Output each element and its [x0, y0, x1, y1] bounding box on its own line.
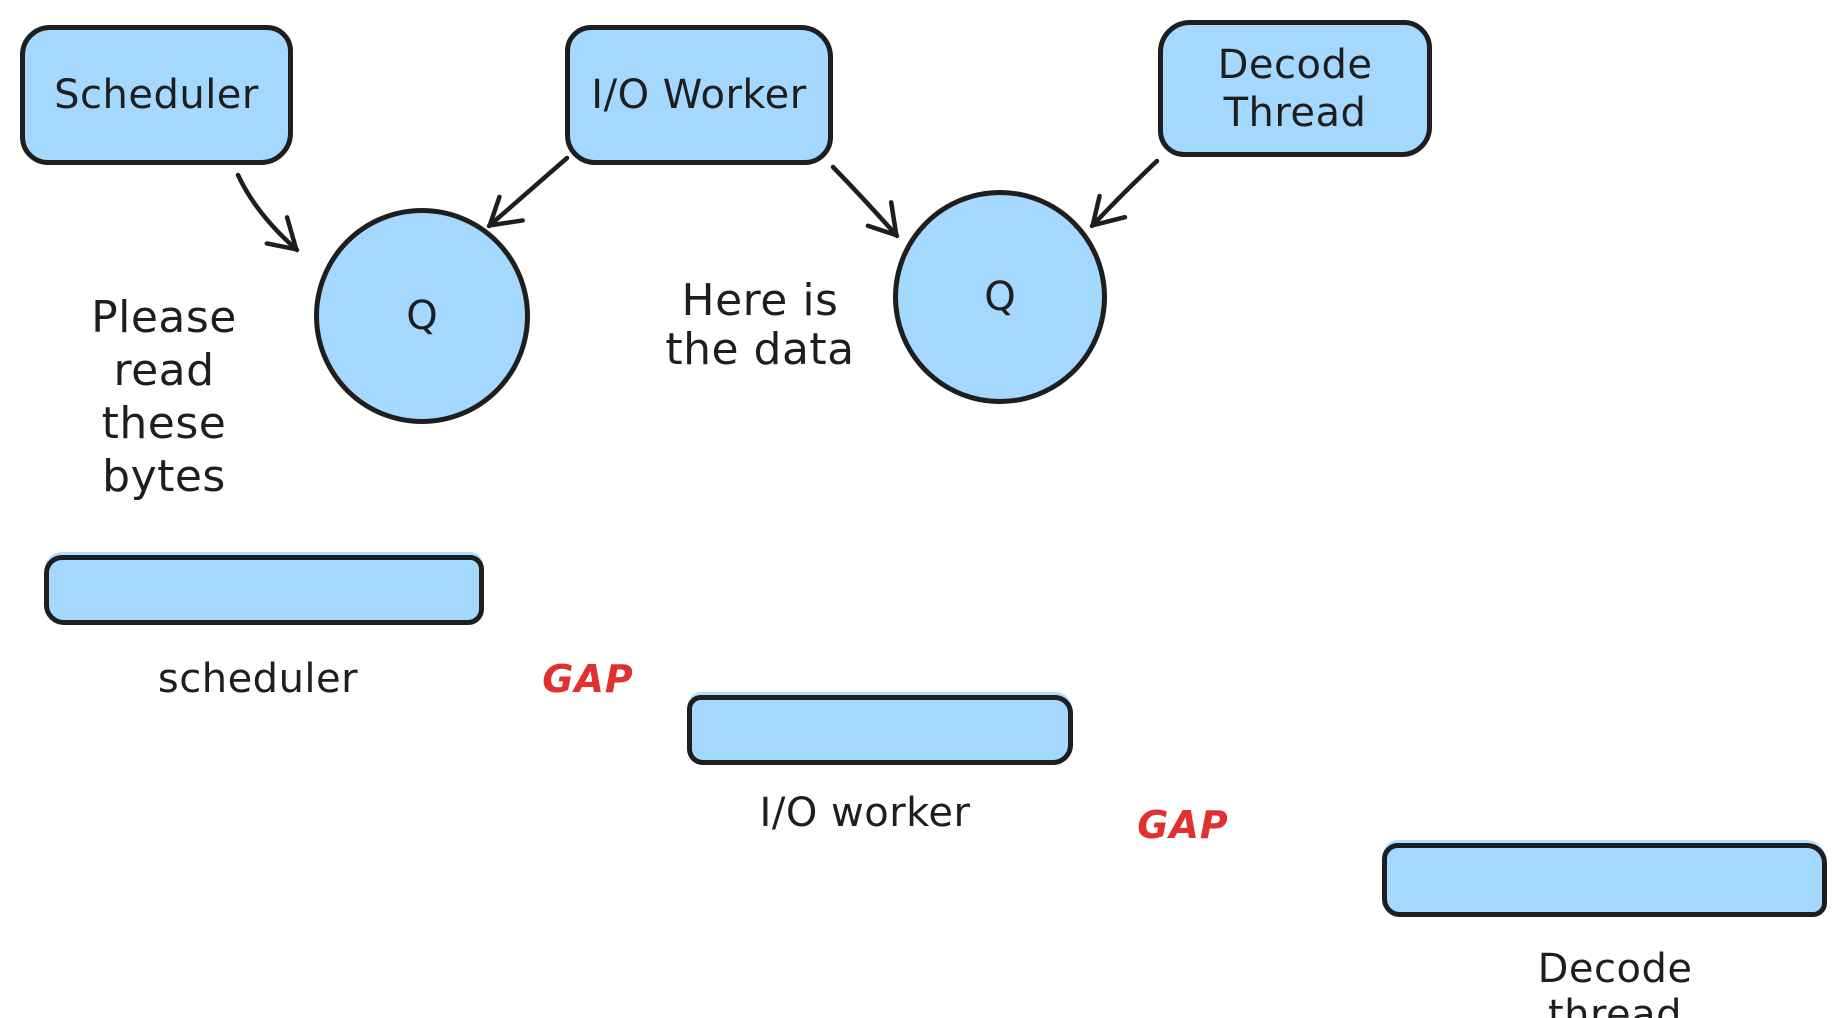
- arrow-io-worker-to-left-queue-icon: [486, 155, 570, 229]
- message-please-read: Please read these bytes: [91, 292, 237, 502]
- arrow-io-worker-to-right-queue-icon: [830, 164, 900, 239]
- timeline-bar-scheduler: [44, 555, 484, 625]
- bar-label-scheduler: scheduler: [157, 656, 359, 702]
- queue-right-circle: Q: [893, 190, 1107, 404]
- io-worker-node: I/O Worker: [565, 25, 833, 165]
- queue-left-circle: Q: [314, 208, 530, 424]
- timeline-bar-io-worker: [687, 695, 1073, 765]
- timeline-bar-decode-thread: [1382, 843, 1827, 917]
- decode-thread-node: Decode Thread: [1158, 20, 1432, 157]
- gap-label-1: GAP: [542, 657, 634, 701]
- bar-label-decode-thread: Decode thread: [1537, 946, 1693, 1018]
- scheduler-node: Scheduler: [20, 25, 293, 165]
- gap-label-2: GAP: [1137, 803, 1229, 847]
- bar-label-io-worker: I/O worker: [759, 790, 971, 836]
- arrow-scheduler-to-queue-icon: [235, 172, 300, 253]
- arrow-decode-thread-to-queue-icon: [1089, 158, 1160, 229]
- message-here-is-data: Here is the data: [665, 275, 855, 375]
